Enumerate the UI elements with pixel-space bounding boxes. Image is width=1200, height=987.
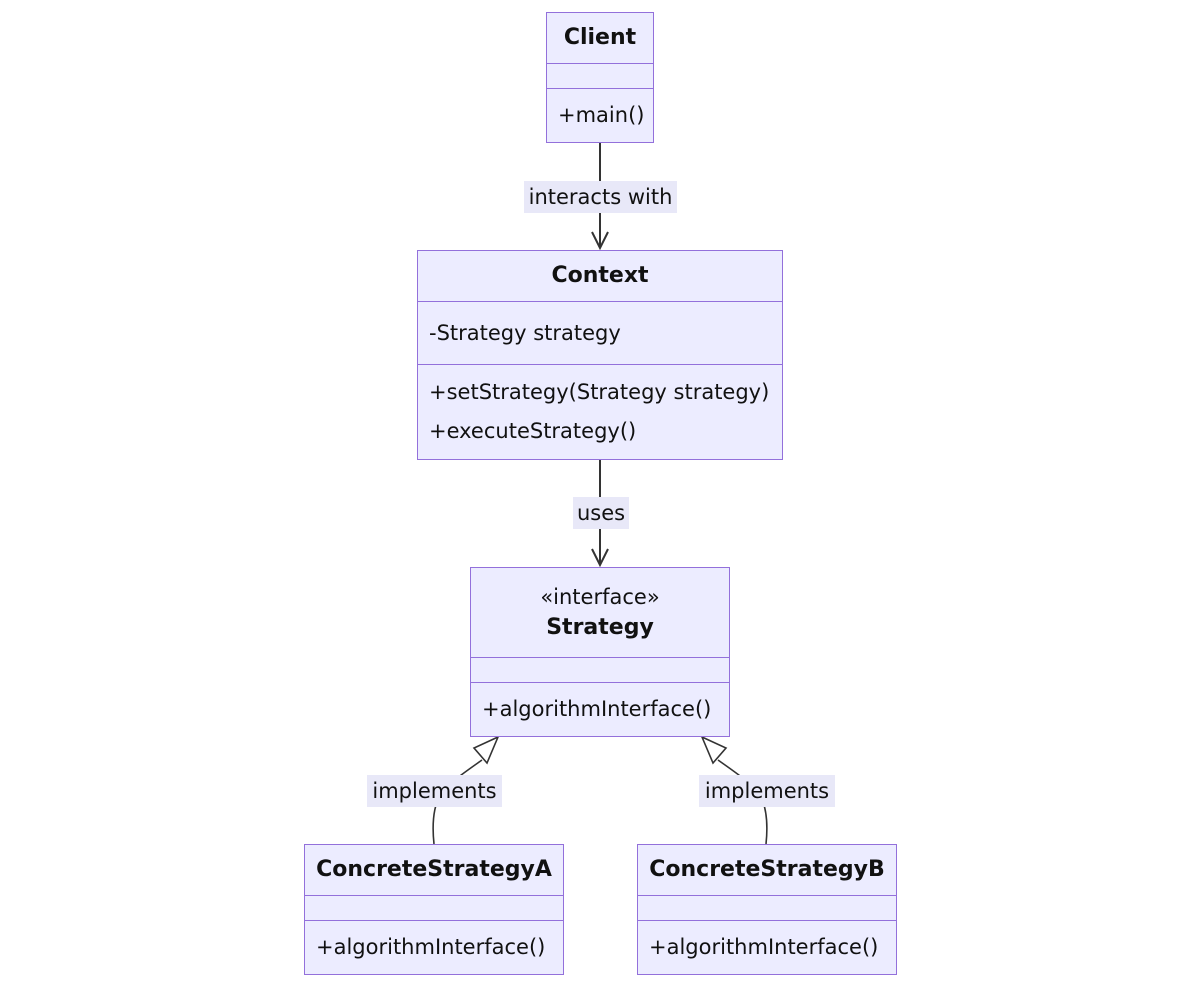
class-concrete-b-header: ConcreteStrategyB [638, 845, 896, 896]
class-concrete-a-methods: +algorithmInterface() [305, 921, 563, 973]
class-strategy-attributes [471, 658, 729, 683]
class-strategy-interface: «interface» Strategy +algorithmInterface… [470, 567, 730, 737]
class-client-attributes [547, 64, 653, 89]
class-name: Context [551, 263, 649, 288]
class-concrete-strategy-b: ConcreteStrategyB +algorithmInterface() [637, 844, 897, 975]
class-context-header: Context [418, 251, 782, 302]
attribute: -Strategy strategy [429, 320, 621, 345]
stereotype-label: «interface» [540, 584, 660, 609]
class-strategy-header: «interface» Strategy [471, 568, 729, 658]
class-concrete-a-header: ConcreteStrategyA [305, 845, 563, 896]
class-client: Client +main() [546, 12, 654, 143]
edge-label-uses: uses [573, 497, 629, 529]
method: +executeStrategy() [429, 418, 637, 443]
class-client-methods: +main() [547, 89, 653, 141]
edge-label-implements-b: implements [699, 775, 835, 807]
method: +algorithmInterface() [482, 696, 712, 721]
class-concrete-b-methods: +algorithmInterface() [638, 921, 896, 973]
class-context-attributes: -Strategy strategy [418, 302, 782, 365]
method: +main() [558, 102, 645, 127]
class-strategy-methods: +algorithmInterface() [471, 683, 729, 735]
realization-triangle-left [472, 735, 500, 765]
class-context-methods: +setStrategy(Strategy strategy) +execute… [418, 365, 782, 458]
class-concrete-strategy-a: ConcreteStrategyA +algorithmInterface() [304, 844, 564, 975]
class-concrete-a-attributes [305, 896, 563, 921]
method: +algorithmInterface() [316, 934, 546, 959]
edge-label-implements-a: implements [367, 775, 502, 807]
class-name: ConcreteStrategyB [649, 857, 885, 882]
class-name: Strategy [546, 614, 654, 640]
class-context: Context -Strategy strategy +setStrategy(… [417, 250, 783, 460]
class-name: Client [563, 25, 637, 50]
edge-label-interacts-with: interacts with [524, 181, 677, 213]
method: +setStrategy(Strategy strategy) [429, 379, 770, 404]
method: +algorithmInterface() [649, 934, 879, 959]
class-client-header: Client [547, 13, 653, 64]
realization-triangle-right [700, 735, 728, 765]
class-name: ConcreteStrategyA [316, 857, 552, 882]
class-concrete-b-attributes [638, 896, 896, 921]
